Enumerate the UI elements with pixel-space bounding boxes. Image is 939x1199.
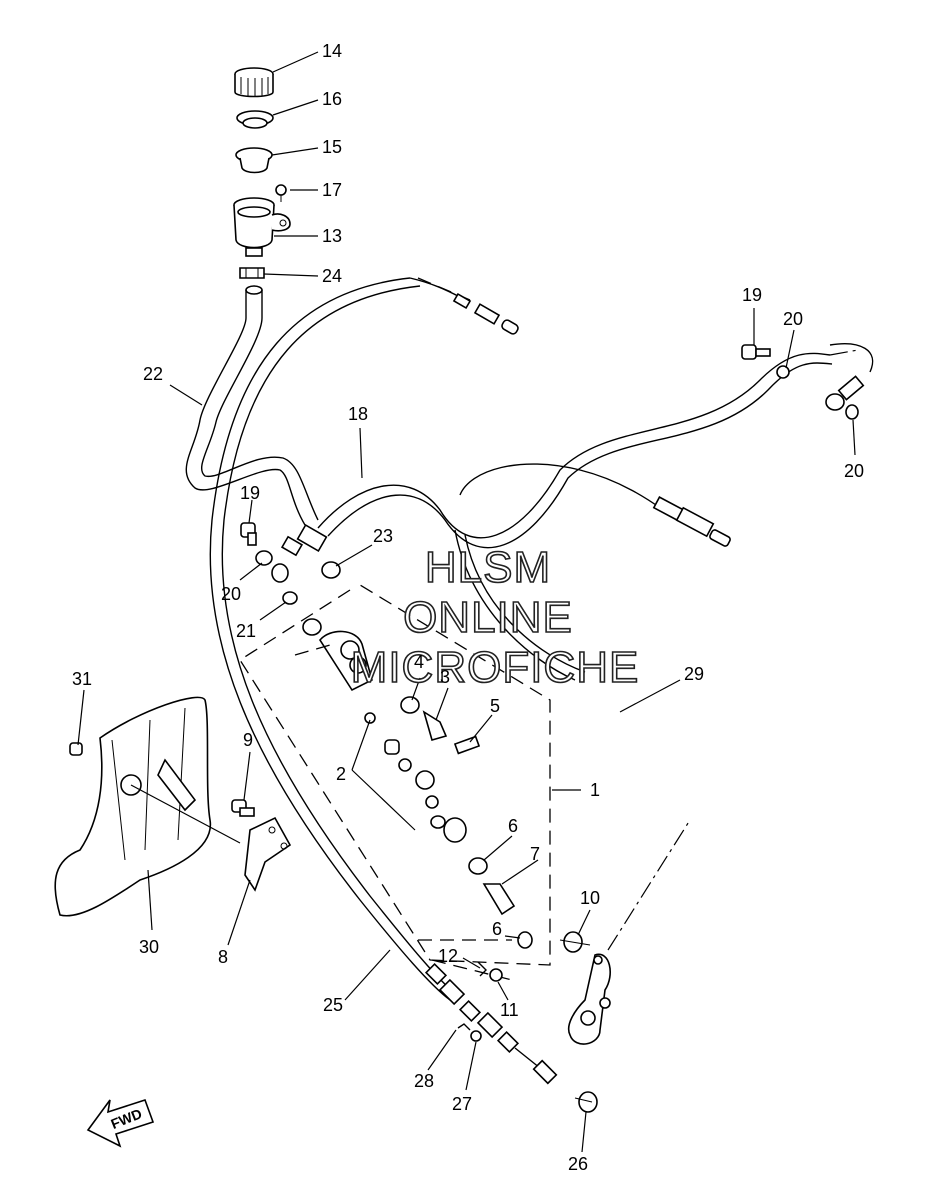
leader-lines	[77, 51, 856, 1153]
callout-6-upper: 6	[508, 816, 518, 836]
callout-23: 23	[373, 526, 393, 546]
callout-19-right: 19	[742, 285, 762, 305]
callout-14: 14	[322, 41, 342, 61]
cable-routing	[209, 277, 859, 1001]
callout-1: 1	[590, 780, 600, 800]
callout-29: 29	[684, 664, 704, 684]
reservoir-assembly	[185, 67, 328, 583]
callout-16: 16	[322, 89, 342, 109]
callout-12: 12	[438, 946, 458, 966]
watermark: HLSM ONLINE MICROFICHE	[350, 542, 640, 693]
callout-labels: 14 16 15 17 13 24 22 18 19 20 20 19 20 2…	[72, 41, 864, 1174]
callout-20-right-bottom: 20	[844, 461, 864, 481]
callout-22: 22	[143, 364, 163, 384]
lower-cable-end	[424, 961, 558, 1085]
callout-11: 11	[500, 1000, 519, 1020]
fwd-direction-arrow: FWD	[86, 1099, 155, 1148]
watermark-line-1: HLSM	[425, 543, 551, 592]
bracket-assembly	[231, 799, 292, 892]
callout-3: 3	[440, 667, 450, 687]
callout-13: 13	[322, 226, 342, 246]
callout-27: 27	[452, 1094, 472, 1114]
watermark-line-2: ONLINE	[403, 593, 573, 642]
watermark-line-3: MICROFICHE	[351, 643, 640, 692]
callout-20-right-top: 20	[783, 309, 803, 329]
left-banjo-assembly	[240, 522, 341, 636]
callout-6-lower: 6	[492, 919, 502, 939]
callout-28: 28	[414, 1071, 434, 1091]
callout-30: 30	[139, 937, 159, 957]
pedal-arm	[559, 819, 691, 1113]
callout-9: 9	[243, 730, 253, 750]
heel-guard-cover	[54, 696, 241, 917]
callout-31: 31	[72, 669, 92, 689]
callout-2: 2	[336, 764, 346, 784]
callout-17: 17	[322, 180, 342, 200]
callout-4: 4	[414, 652, 424, 672]
callout-8: 8	[218, 947, 228, 967]
callout-21: 21	[236, 621, 256, 641]
callout-10: 10	[580, 888, 600, 908]
right-banjo-assembly	[741, 343, 874, 420]
callout-20-left: 20	[221, 584, 241, 604]
callout-19-left: 19	[240, 483, 260, 503]
callout-26: 26	[568, 1154, 588, 1174]
callout-18: 18	[348, 404, 368, 424]
callout-24: 24	[322, 266, 342, 286]
callout-25: 25	[323, 995, 343, 1015]
master-cylinder-assembly	[319, 630, 533, 949]
callout-7: 7	[530, 844, 540, 864]
callout-5: 5	[490, 696, 500, 716]
callout-15: 15	[322, 137, 342, 157]
